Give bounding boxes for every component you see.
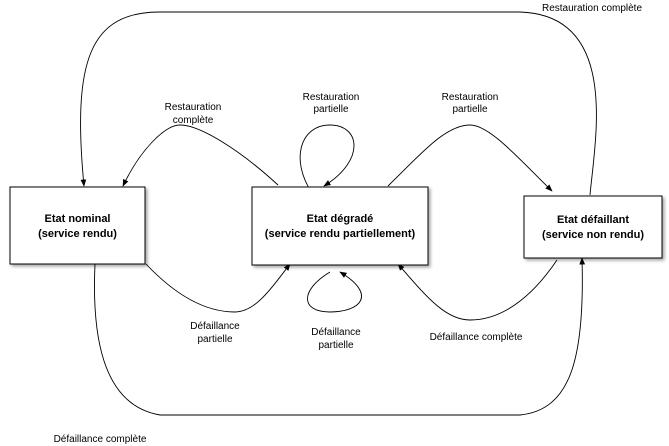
edge-self-fail-partial <box>307 271 362 313</box>
label-restore-failed-to-degraded-2: partielle <box>452 104 487 115</box>
edge-self-restore-partial <box>299 124 355 194</box>
state-failed: Etat défaillant (service non rendu) <box>523 195 663 259</box>
state-nominal-title: Etat nominal <box>44 213 110 225</box>
state-nominal-subtitle: (service rendu) <box>38 228 117 240</box>
label-fail-nominal-to-degraded-1: Défaillance <box>190 321 240 332</box>
edge-fail-nominal-to-degraded <box>145 263 291 313</box>
state-nominal: Etat nominal (service rendu) <box>9 186 146 265</box>
state-failed-title: Etat défaillant <box>557 214 629 226</box>
label-top-full-restore: Restauration complète <box>542 3 642 14</box>
label-fail-nominal-to-degraded-2: partielle <box>197 334 232 345</box>
label-bottom-full-fail: Défaillance complète <box>54 434 147 445</box>
state-failed-subtitle: (service non rendu) <box>542 229 644 241</box>
edge-fail-failed-to-degraded <box>397 259 558 321</box>
state-degraded-title: Etat dégradé <box>307 213 374 225</box>
label-self-restore-partial-1: Restauration <box>303 92 360 103</box>
edge-bottom-full-fail <box>94 257 586 416</box>
label-self-fail-partial-1: Défaillance <box>311 327 361 338</box>
edge-restore-degraded-to-nominal <box>122 124 279 187</box>
edge-top-full-restore <box>80 11 597 196</box>
label-restore-failed-to-degraded-1: Restauration <box>442 92 499 103</box>
edge-restore-failed-to-degraded <box>387 124 553 192</box>
label-self-restore-partial-2: partielle <box>313 104 348 115</box>
label-restore-degraded-to-nominal-1: Restauration <box>165 102 222 113</box>
label-restore-degraded-to-nominal-2: complète <box>173 115 214 126</box>
label-fail-failed-to-degraded: Défaillance complète <box>430 332 523 343</box>
state-degraded: Etat dégradé (service rendu partiellemen… <box>251 186 429 266</box>
state-degraded-subtitle: (service rendu partiellement) <box>265 228 416 240</box>
label-self-fail-partial-2: partielle <box>318 340 353 351</box>
